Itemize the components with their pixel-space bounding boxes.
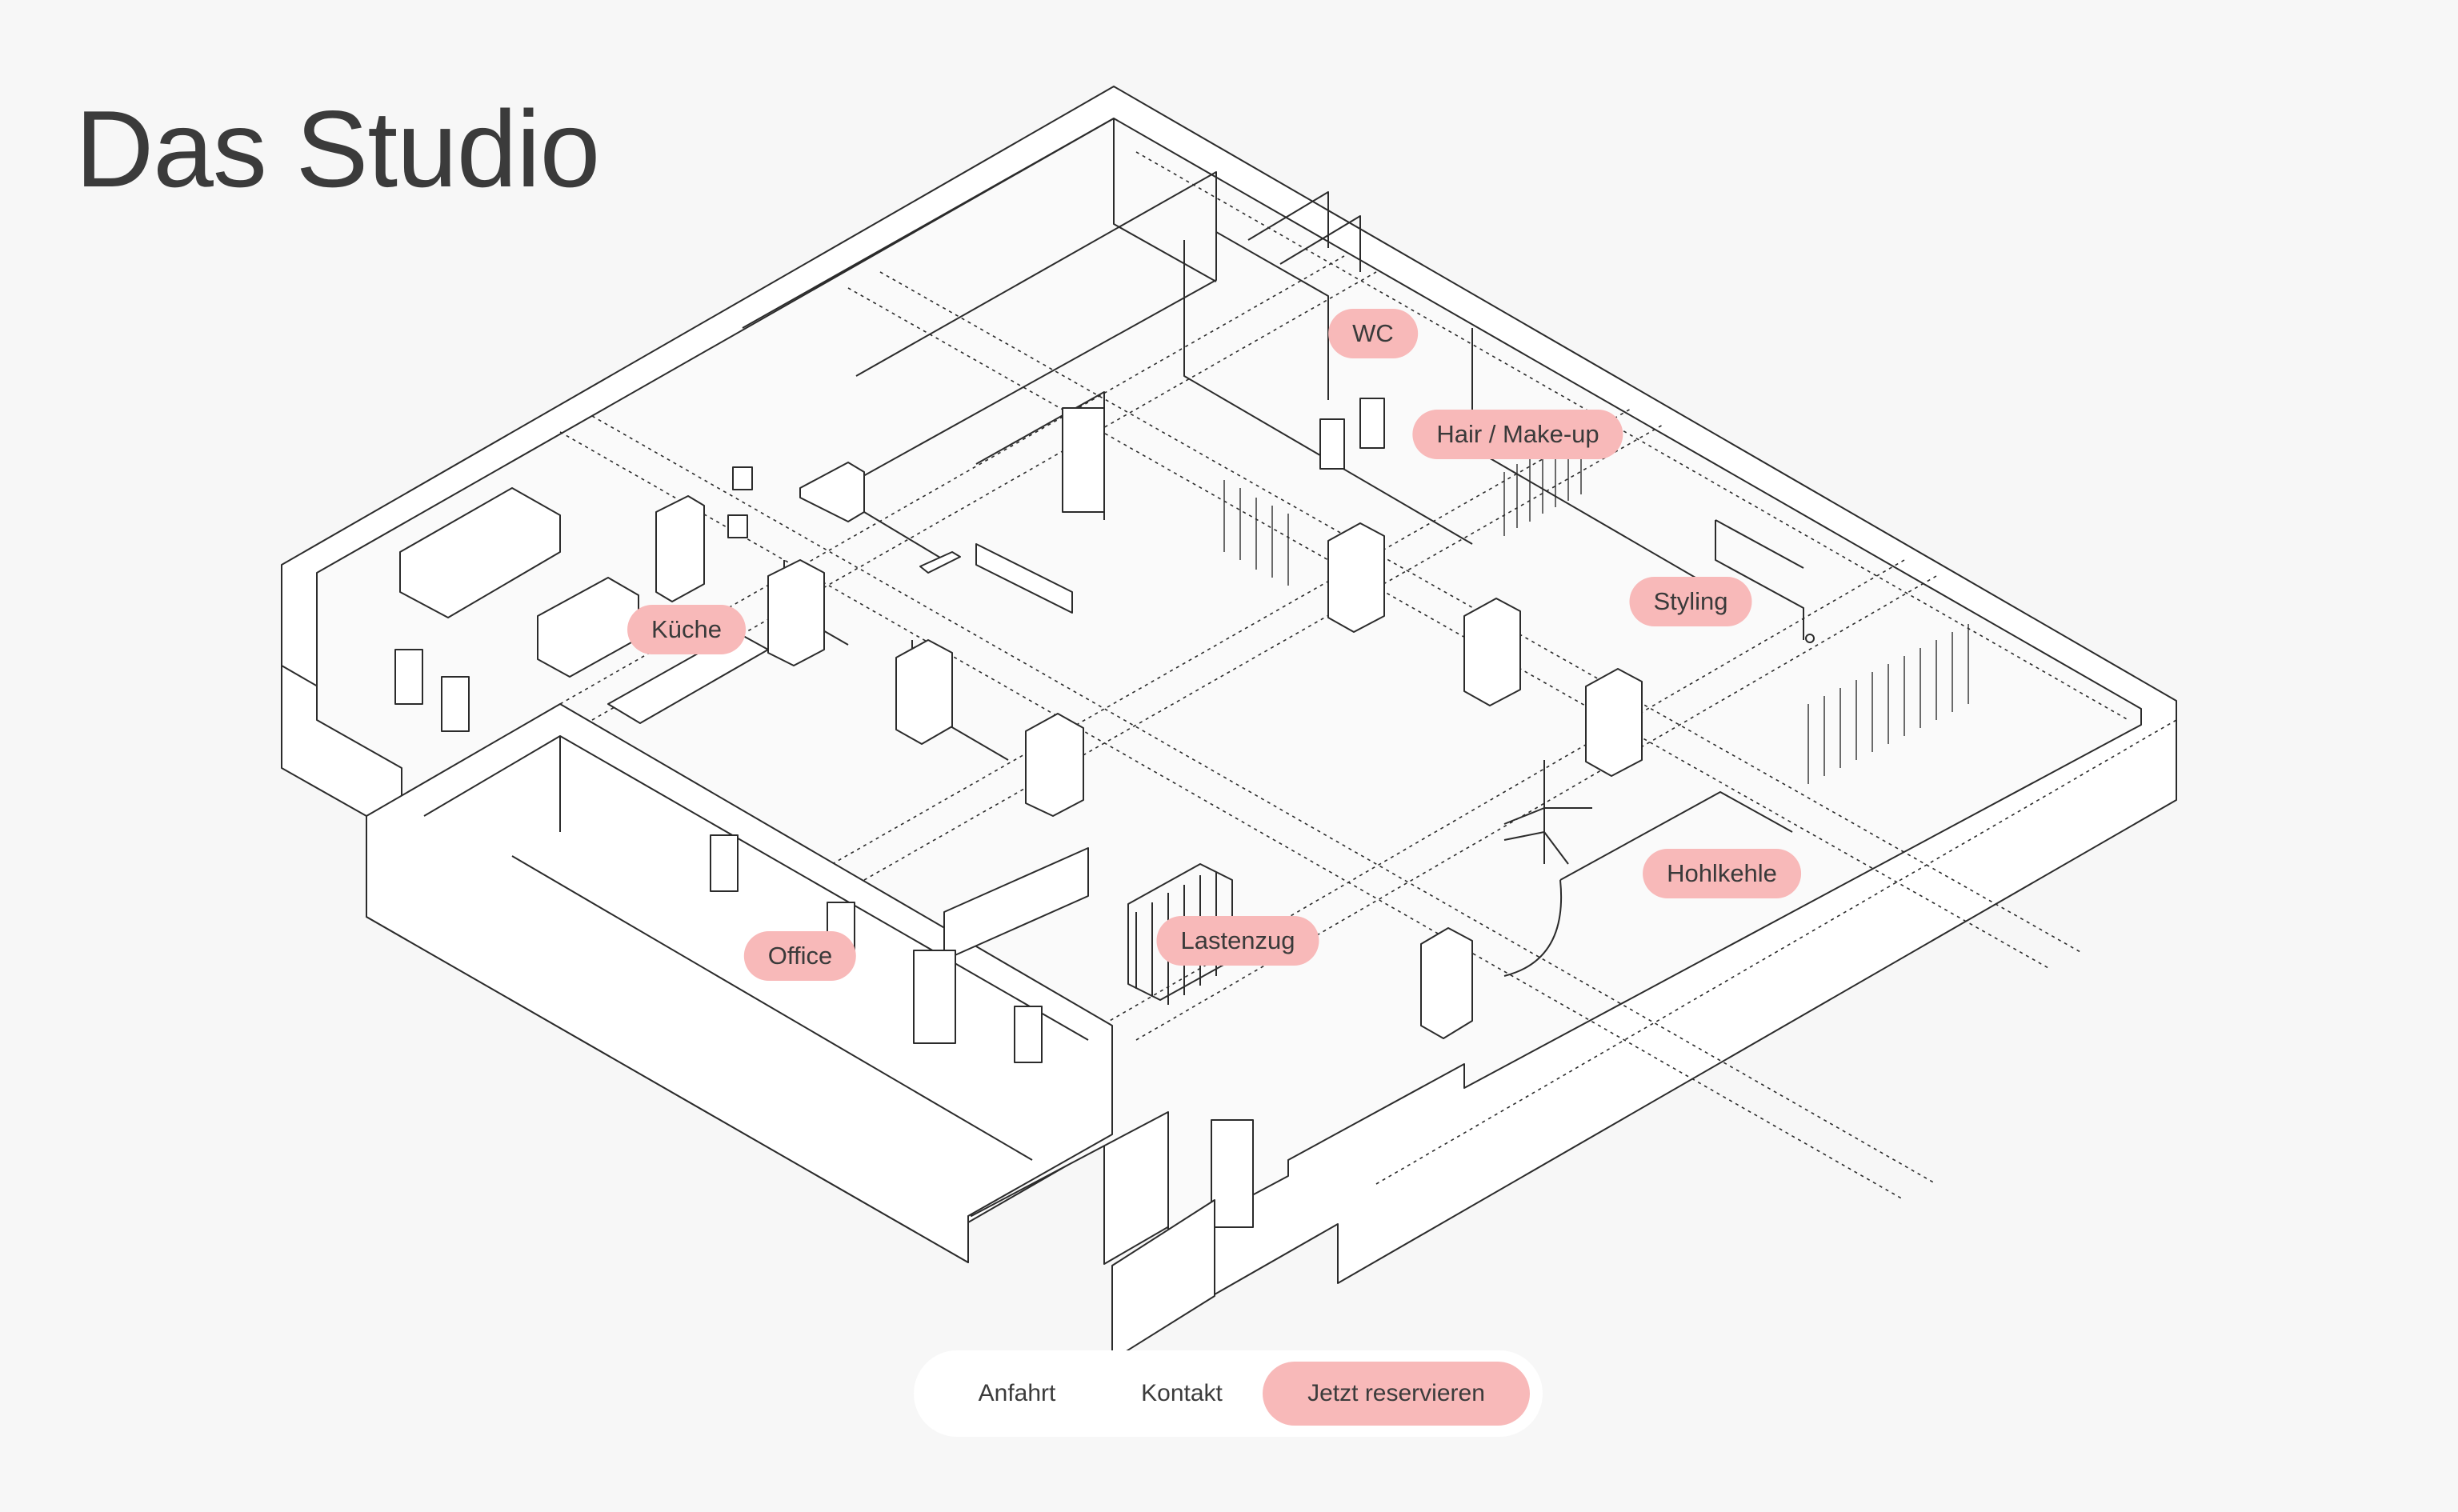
nav-anfahrt-link[interactable]: Anfahrt bbox=[978, 1380, 1056, 1406]
room-label-kueche[interactable]: Küche bbox=[627, 605, 746, 654]
room-label-hair-makeup[interactable]: Hair / Make-up bbox=[1412, 410, 1623, 459]
room-label-office[interactable]: Office bbox=[743, 931, 857, 981]
page-title: Das Studio bbox=[75, 88, 600, 210]
room-label-hohlkehle[interactable]: Hohlkehle bbox=[1643, 849, 1801, 898]
room-label-wc[interactable]: WC bbox=[1328, 309, 1418, 358]
room-label-styling[interactable]: Styling bbox=[1629, 577, 1752, 626]
room-label-lastenzug[interactable]: Lastenzug bbox=[1156, 916, 1319, 966]
reserve-button[interactable]: Jetzt reservieren bbox=[1263, 1362, 1530, 1426]
nav-kontakt-link[interactable]: Kontakt bbox=[1141, 1380, 1223, 1406]
bottom-nav: Anfahrt Kontakt Jetzt reservieren bbox=[914, 1350, 1543, 1437]
